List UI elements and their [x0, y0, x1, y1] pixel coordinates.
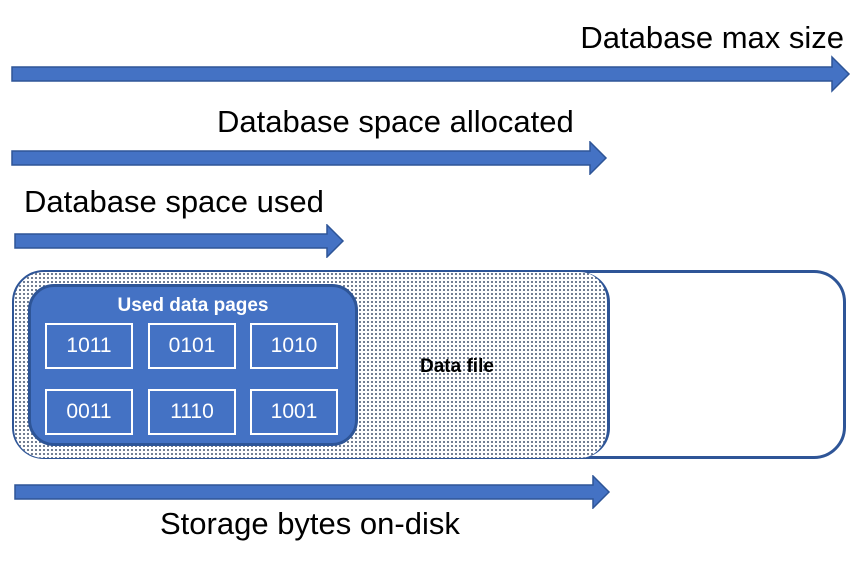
- space-allocated-arrow: [11, 141, 608, 175]
- data-page-cell: 1011: [45, 323, 133, 369]
- database-space-allocated-label: Database space allocated: [217, 104, 574, 139]
- storage-bytes-on-disk-label: Storage bytes on-disk: [160, 506, 460, 541]
- used-data-pages-title: Used data pages: [117, 295, 269, 316]
- data-page-cell: 0101: [148, 323, 236, 369]
- storage-bytes-arrow: [14, 475, 611, 509]
- data-page-cell: 1001: [250, 389, 338, 435]
- database-max-size-label: Database max size: [580, 20, 844, 55]
- used-data-pages-box: Used data pages 1011 0101 1010 0011 1110…: [28, 284, 358, 446]
- database-space-used-label: Database space used: [24, 184, 324, 219]
- space-used-arrow: [14, 224, 345, 258]
- max-size-arrow: [11, 55, 851, 93]
- data-page-cell: 0011: [45, 389, 133, 435]
- data-page-cell: 1010: [250, 323, 338, 369]
- data-file-label: Data file: [420, 356, 494, 377]
- data-page-cell: 1110: [148, 389, 236, 435]
